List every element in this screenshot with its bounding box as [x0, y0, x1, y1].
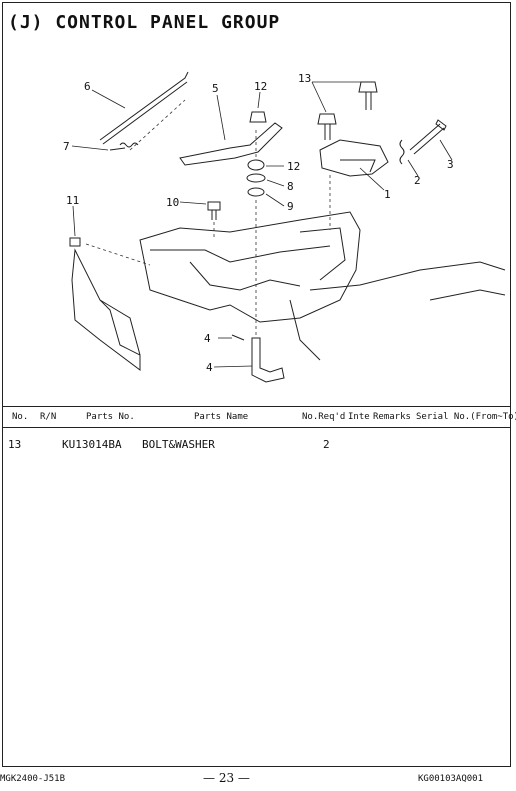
parts-table-header: No. R/N Parts No. Parts Name No.Req'd In…	[2, 406, 516, 428]
callout-11-left: 11	[66, 194, 79, 207]
table-row: 13 KU13014BA BOLT&WASHER 2	[2, 438, 511, 454]
callout-8: 8	[287, 180, 294, 193]
callout-10: 4	[204, 332, 211, 345]
callout-5: 5	[212, 82, 219, 95]
col-no: No.	[12, 412, 29, 422]
col-parts-name: Parts Name	[194, 412, 249, 422]
col-serial: Serial No.(From~To)	[416, 412, 516, 422]
row-parts-no: KU13014BA	[62, 438, 122, 451]
page-frame	[2, 2, 511, 767]
callout-12: 12	[287, 160, 300, 173]
page-number: — 23 —	[203, 771, 250, 785]
row-parts-name: BOLT&WASHER	[142, 438, 215, 451]
callout-12-top: 12	[254, 80, 267, 93]
callout-6: 6	[84, 80, 91, 93]
row-no: 13	[8, 438, 22, 451]
callout-11: 10	[166, 196, 179, 209]
exploded-parts-diagram: 6 5 12 13 7 12 8 9 1 2 3 11 10 4 4	[63, 71, 506, 383]
page-footer: MGK2400-J51B — 23 — KG00103AQ001	[0, 770, 516, 790]
callout-13: 13	[298, 72, 311, 85]
col-inte: Inte	[348, 412, 370, 422]
col-parts-no: Parts No.	[86, 412, 135, 422]
row-req: 2	[323, 438, 330, 451]
callout-4: 4	[206, 361, 213, 374]
callout-7: 7	[63, 140, 70, 153]
footer-model: MGK2400-J51B	[0, 774, 66, 784]
callout-1: 1	[384, 188, 391, 201]
col-remarks: Remarks	[373, 412, 411, 422]
callout-2: 2	[414, 174, 421, 187]
callout-3: 3	[447, 158, 454, 171]
col-rn: R/N	[40, 412, 57, 422]
footer-code: KG00103AQ001	[418, 774, 484, 784]
col-req: No.Req'd	[302, 412, 346, 422]
callout-9: 9	[287, 200, 294, 213]
page-title: (J) CONTROL PANEL GROUP	[8, 12, 281, 33]
